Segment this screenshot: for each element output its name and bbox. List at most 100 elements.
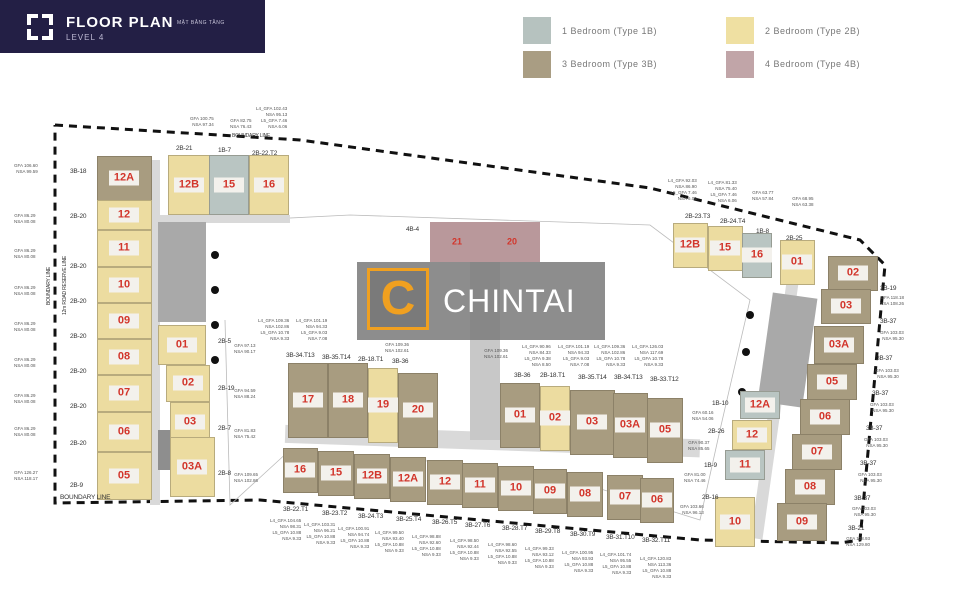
unit-type-label: 2B-21 bbox=[176, 145, 193, 152]
unit-block[interactable] bbox=[814, 326, 864, 364]
unit-number-label: 03A bbox=[824, 337, 854, 353]
unit-type-label: 2B-20 bbox=[70, 333, 87, 340]
unit-type-label: 1B-8 bbox=[756, 228, 769, 235]
page-subtitle: MẶT BẰNG TẦNG bbox=[177, 20, 225, 26]
unit-type-label: 2B-20 bbox=[70, 213, 87, 220]
unit-number-label: 06 bbox=[810, 409, 840, 425]
area-label: L4_GFA 99.50 NSA 93.40 L5_GFA 10.88 NSA … bbox=[375, 530, 404, 553]
legend-label-2b: 2 Bedroom (Type 2B) bbox=[765, 26, 861, 36]
area-label: L4_GFA 101.19 NSA 94.33 L5_GFA 9.03 NSA … bbox=[558, 344, 590, 367]
area-label: GFA 90.37 NSA 85.65 bbox=[688, 440, 710, 451]
right-core bbox=[757, 292, 818, 408]
unit-type-label: 3B-28.T7 bbox=[502, 525, 528, 532]
area-label: GFA 103.03 NSA 95.30 bbox=[858, 472, 882, 483]
legend-label-3b: 3 Bedroom (Type 3B) bbox=[562, 59, 658, 69]
area-label: GFA 86.29 NSA 80.08 bbox=[14, 213, 36, 224]
area-label: GFA 103.03 NSA 95.30 bbox=[852, 506, 876, 517]
unit-number-label: 12 bbox=[109, 207, 139, 223]
road-reserve-line-label: 12m ROAD RESERVE LINE bbox=[62, 255, 68, 315]
unit-type-label: 4B-4 bbox=[406, 226, 419, 233]
unit-number-label: 05 bbox=[817, 374, 847, 390]
chintai-watermark-text: CHINTAI bbox=[443, 283, 576, 319]
unit-type-label: 3B-19 bbox=[880, 285, 897, 292]
unit-type-label: 3B-27.T6 bbox=[465, 522, 491, 529]
unit-number-label: 01 bbox=[782, 254, 812, 270]
unit-number-label: 09 bbox=[535, 483, 565, 499]
unit-number-label: 15 bbox=[710, 240, 740, 256]
unit-number-label: 11 bbox=[730, 457, 760, 473]
unit-block[interactable] bbox=[501, 228, 523, 256]
unit-type-label: 3B-25.T4 bbox=[396, 516, 422, 523]
unit-type-label: 2B-8 bbox=[218, 470, 231, 477]
area-label: L4_GFA 103.31 NSA 96.21 L5_GFA 10.88 NSA… bbox=[304, 522, 336, 545]
legend-label-4b: 4 Bedroom (Type 4B) bbox=[765, 59, 861, 69]
unit-number-label: 18 bbox=[333, 392, 363, 408]
area-label: L4_GFA 81.33 NSA 75.40 L5_GFA 7.46 NSA 6… bbox=[708, 180, 737, 203]
unit-block[interactable] bbox=[446, 228, 468, 256]
area-label: L4_GFA 99.33 NSA 93.12 L5_GFA 10.88 NSA … bbox=[525, 546, 554, 569]
unit-type-label: 3B-30.T9 bbox=[570, 531, 596, 538]
chintai-logo-icon: C bbox=[367, 268, 429, 330]
unit-type-label: 3B-31.T10 bbox=[606, 534, 635, 541]
area-label: L4_GFA 120.83 NSA 113.36 L5_GFA 10.88 NS… bbox=[640, 556, 672, 579]
unit-number-label: 06 bbox=[109, 424, 139, 440]
area-label: L4_GFA 102.43 NSA 95.13 L5_GFA 7.46 NSA … bbox=[256, 106, 288, 129]
unit-type-label: 3B-18 bbox=[70, 168, 87, 175]
unit-type-label: 1B-10 bbox=[712, 400, 729, 407]
area-label: L4_GFA 100.91 NSA 94.74 L5_GFA 10.88 NSA… bbox=[338, 526, 370, 549]
area-label: GFA 60.16 NSA 54.06 bbox=[692, 410, 714, 421]
floor-plan-header: FLOOR PLAN MẶT BẰNG TẦNG LEVEL 4 bbox=[0, 0, 265, 53]
area-label: GFA 118.18 NSA 108.26 bbox=[880, 295, 905, 306]
unit-number-label: 12B bbox=[357, 468, 387, 484]
unit-number-label: 12A bbox=[109, 170, 139, 186]
unit-number-label: 12B bbox=[675, 237, 705, 253]
unit-number-label: 07 bbox=[109, 385, 139, 401]
area-label: GFA 81.83 NSA 75.42 bbox=[234, 428, 256, 439]
unit-type-label: 3B-33.T12 bbox=[650, 376, 679, 383]
unit-type-label: 3B-32.T11 bbox=[642, 537, 671, 544]
unit-number-label: 10 bbox=[501, 480, 531, 496]
unit-number-label: 08 bbox=[109, 349, 139, 365]
unit-type-label: 2B-7 bbox=[218, 425, 231, 432]
chintai-watermark: C CHINTAI bbox=[357, 262, 605, 340]
unit-type-label: 3B-35.T14 bbox=[578, 374, 607, 381]
area-label: GFA 109.65 NSA 102.86 bbox=[234, 472, 259, 483]
area-label: L4_GFA 109.36 NSA 102.86 L5_GFA 10.78 NS… bbox=[258, 318, 290, 341]
unit-number-label: 02 bbox=[838, 265, 868, 281]
area-label: L4_GFA 104.65 NSA 98.31 L5_GFA 10.88 NSA… bbox=[270, 518, 302, 541]
area-label: L4_GFA 98.60 NSA 92.55 L5_GFA 10.88 NSA … bbox=[488, 542, 517, 565]
area-label: GFA 68.95 NSA 63.38 bbox=[792, 196, 814, 207]
unit-type-label: 3B-36 bbox=[392, 358, 409, 365]
boundary-line bbox=[53, 123, 887, 545]
unit-number-label: 01 bbox=[505, 407, 535, 423]
unit-number-label: 12B bbox=[174, 177, 204, 193]
boundary-line-label-left: BOUNDARY LINE bbox=[46, 266, 52, 305]
unit-number-label: 05 bbox=[109, 468, 139, 484]
unit-number-label: 10 bbox=[720, 514, 750, 530]
unit-type-label: 2B-5 bbox=[218, 338, 231, 345]
unit-number-label: 07 bbox=[610, 489, 640, 505]
unit-type-label: 3B-34.T13 bbox=[614, 374, 643, 381]
unit-type-label: 3B-36 bbox=[514, 372, 531, 379]
area-label: GFA 86.29 NSA 80.08 bbox=[14, 426, 36, 437]
level-label: LEVEL 4 bbox=[66, 33, 105, 42]
unit-number-label: 08 bbox=[570, 486, 600, 502]
legend-label-1b: 1 Bedroom (Type 1B) bbox=[562, 26, 658, 36]
unit-type-label: 3B-37 bbox=[854, 495, 871, 502]
area-label: GFA 86.29 NSA 80.08 bbox=[14, 285, 36, 296]
unit-type-label: 2B-20 bbox=[70, 298, 87, 305]
area-label: GFA 103.03 NSA 95.30 bbox=[870, 402, 894, 413]
left-core bbox=[158, 222, 206, 322]
unit-number-label: 19 bbox=[368, 397, 398, 413]
unit-type-label: 2B-9 bbox=[70, 482, 83, 489]
area-label: L4_GFA 126.03 NSA 117.69 L5_GFA 10.78 NS… bbox=[632, 344, 664, 367]
area-label: L4_GFA 98.50 NSA 92.44 L5_GFA 10.88 NSA … bbox=[450, 538, 479, 561]
unit-type-label: 3B-21 bbox=[848, 525, 865, 532]
unit-type-label: 3B-37 bbox=[866, 425, 883, 432]
area-label: GFA 86.29 NSA 80.08 bbox=[14, 248, 36, 259]
unit-type-label: 1B-9 bbox=[704, 462, 717, 469]
unit-number-label: 11 bbox=[465, 477, 495, 493]
area-label: GFA 81.00 NSA 74.46 bbox=[684, 472, 706, 483]
unit-number-label: 05 bbox=[650, 422, 680, 438]
area-label: GFA 126.27 NSA 118.17 bbox=[14, 470, 38, 481]
